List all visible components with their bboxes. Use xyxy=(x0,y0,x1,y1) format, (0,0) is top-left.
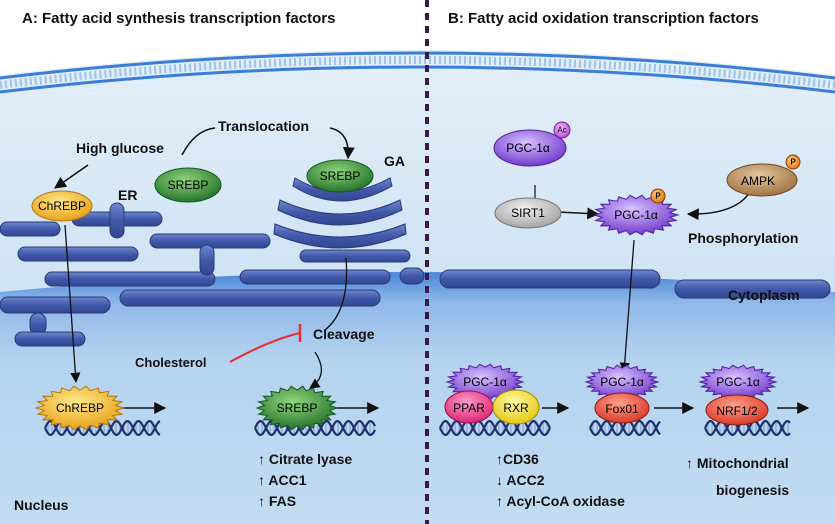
ampk-p-label: P xyxy=(790,157,796,167)
target-citrate-lyase: ↑ Citrate lyase xyxy=(258,451,353,467)
chrebp-nucleus-label: ChREBP xyxy=(55,401,105,415)
chrebp-cytoplasm-label: ChREBP xyxy=(37,199,87,213)
dna-strand xyxy=(589,420,661,436)
target-cd36: ↑CD36 xyxy=(496,451,539,467)
cholesterol-label: Cholesterol xyxy=(135,355,207,370)
phosphorylation-label: Phosphorylation xyxy=(688,230,799,246)
target-biogenesis: biogenesis xyxy=(716,482,790,498)
cell-membrane-outer xyxy=(0,51,835,80)
translocation-arc-left xyxy=(181,127,216,156)
golgi-label: GA xyxy=(384,153,405,169)
sirt1-label: SIRT1 xyxy=(511,206,545,220)
rxr-protein xyxy=(492,389,540,425)
dna-strand xyxy=(704,420,791,436)
translocation-arc-right xyxy=(329,127,355,160)
fox01-protein xyxy=(594,392,650,424)
translocation-label: Translocation xyxy=(218,118,310,134)
cleavage-label: Cleavage xyxy=(313,326,375,342)
line-golgi-to-cleavage xyxy=(324,257,348,331)
pgc1a-phosphorylated-label: PGC-1α xyxy=(614,208,658,222)
extracellular-space xyxy=(0,0,835,75)
pgc1a-acetylated-label: PGC-1α xyxy=(506,141,550,155)
rxr-label: RXR xyxy=(503,401,529,415)
sirt1-protein xyxy=(494,197,562,229)
arrow-glucose-to-chrebp xyxy=(54,164,89,189)
cell-membrane-lipids xyxy=(0,56,835,89)
pgc1a-acetylated xyxy=(493,129,567,167)
srebp-er xyxy=(154,167,222,203)
chrebp-cytoplasm xyxy=(31,190,93,222)
panel-a-title: A: Fatty acid synthesis transcription fa… xyxy=(22,10,336,27)
target-mitochondrial: ↑ Mitochondrial xyxy=(686,455,789,471)
pgc1a-nrf-label: PGC-1α xyxy=(716,375,760,389)
dna-strand xyxy=(254,420,376,436)
chrebp-nucleus-shape xyxy=(34,385,126,431)
cholesterol-inhibition-line xyxy=(229,332,301,363)
arrow-pgc-to-fox01 xyxy=(619,239,635,374)
panel-b-title: B: Fatty acid oxidation transcription fa… xyxy=(448,10,759,27)
arrow-cleavage-to-srebp xyxy=(309,351,322,389)
pgc1a-fox-label: PGC-1α xyxy=(600,375,644,389)
srebp-nucleus-label: SREBP xyxy=(276,401,318,415)
acetyl-group-badge xyxy=(553,121,571,139)
fox01-label: Fox01 xyxy=(605,402,639,416)
pgc1a-ppar-label: PGC-1α xyxy=(463,375,507,389)
nucleus-label: Nucleus xyxy=(14,497,69,513)
high-glucose-label: High glucose xyxy=(76,140,164,156)
nrf-label: NRF1/2 xyxy=(716,404,758,418)
srebp-nucleus-shape xyxy=(255,385,339,431)
pgc1a-fox-shape xyxy=(584,364,660,400)
ppar-label: PPAR xyxy=(453,401,485,415)
cell-membrane-inner xyxy=(0,65,835,94)
dna-strand xyxy=(589,420,661,436)
srebp-golgi-label: SREBP xyxy=(319,169,361,183)
ampk-label: AMPK xyxy=(740,174,776,188)
endoplasmic-reticulum xyxy=(0,202,831,347)
er-label: ER xyxy=(118,187,138,203)
pgc-phosphate-badge xyxy=(650,188,666,204)
arrow-ampk-to-pgc xyxy=(686,191,751,221)
nucleus-region xyxy=(0,272,835,524)
pgc-p-label: P xyxy=(655,191,661,201)
target-acyl-coa-oxidase: ↑ Acyl-CoA oxidase xyxy=(496,493,625,509)
dna-strand xyxy=(44,420,161,436)
arrow-sirt1-to-pgc xyxy=(557,207,600,220)
srebp-er-label: SREBP xyxy=(167,178,209,192)
target-acc1: ↑ ACC1 xyxy=(258,472,307,488)
ampk-phosphate-badge xyxy=(785,154,801,170)
nrf-protein xyxy=(705,394,769,426)
target-acc2: ↓ ACC2 xyxy=(496,472,545,488)
acetyl-label: Ac xyxy=(557,125,567,135)
target-fas: ↑ FAS xyxy=(258,493,297,509)
cytoplasm-label: Cytoplasm xyxy=(728,287,800,303)
golgi-apparatus xyxy=(273,177,411,263)
pgc1a-nrf-shape xyxy=(698,364,778,400)
ampk-protein xyxy=(726,163,798,197)
srebp-golgi xyxy=(306,159,374,193)
arrow-chrebp-to-nucleus xyxy=(64,224,81,384)
dna-strand xyxy=(439,420,551,436)
